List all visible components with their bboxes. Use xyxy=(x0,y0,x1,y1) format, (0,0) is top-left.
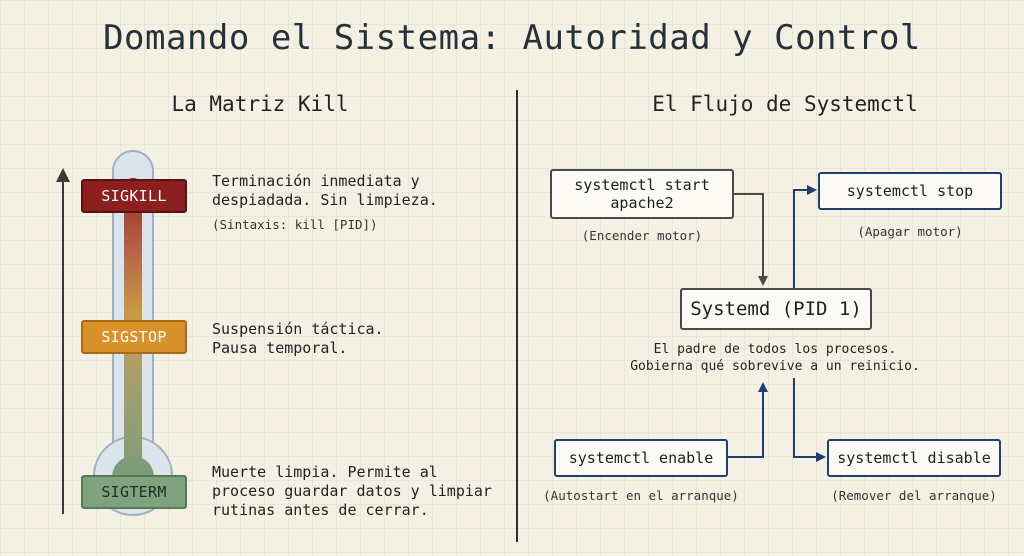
arrow-systemd-to-stop xyxy=(793,185,817,288)
sigkill-label: SIGKILL xyxy=(81,179,187,213)
enable-caption: (Autostart en el arranque) xyxy=(543,488,739,503)
stop-caption: (Apagar motor) xyxy=(857,224,963,239)
systemd-description: El padre de todos los procesos. Gobierna… xyxy=(630,342,920,374)
systemd-pid1-node: Systemd (PID 1) xyxy=(680,288,872,330)
escalation-arrow-up-icon xyxy=(56,168,70,182)
sigterm-description: Muerte limpia. Permite al proceso guarda… xyxy=(212,463,492,519)
disable-caption: (Remover del arranque) xyxy=(831,488,997,503)
arrow-start-to-systemd xyxy=(734,193,768,286)
sigkill-syntax-note: (Sintaxis: kill [PID]) xyxy=(212,217,378,232)
systemctl-stop-node: systemctl stop xyxy=(818,172,1002,210)
systemctl-enable-node: systemctl enable xyxy=(554,439,728,477)
systemctl-flow-heading: El Flujo de Systemctl xyxy=(652,92,918,116)
sigkill-description: Terminación inmediata y despiadada. Sin … xyxy=(212,172,438,232)
page-title: Domando el Sistema: Autoridad y Control xyxy=(103,18,921,58)
systemctl-disable-node: systemctl disable xyxy=(827,439,1001,477)
systemctl-start-node: systemctl start apache2 xyxy=(550,169,734,219)
sigstop-label: SIGSTOP xyxy=(81,320,187,354)
start-caption: (Encender motor) xyxy=(581,228,703,243)
sigterm-label: SIGTERM xyxy=(81,475,187,509)
kill-matrix-heading: La Matriz Kill xyxy=(171,92,349,116)
arrow-systemd-to-disable xyxy=(793,378,826,462)
escalation-arrow-line xyxy=(62,180,64,514)
section-divider xyxy=(516,90,518,542)
sigstop-description: Suspensión táctica. Pausa temporal. xyxy=(212,320,384,357)
arrow-enable-to-systemd xyxy=(728,382,768,458)
